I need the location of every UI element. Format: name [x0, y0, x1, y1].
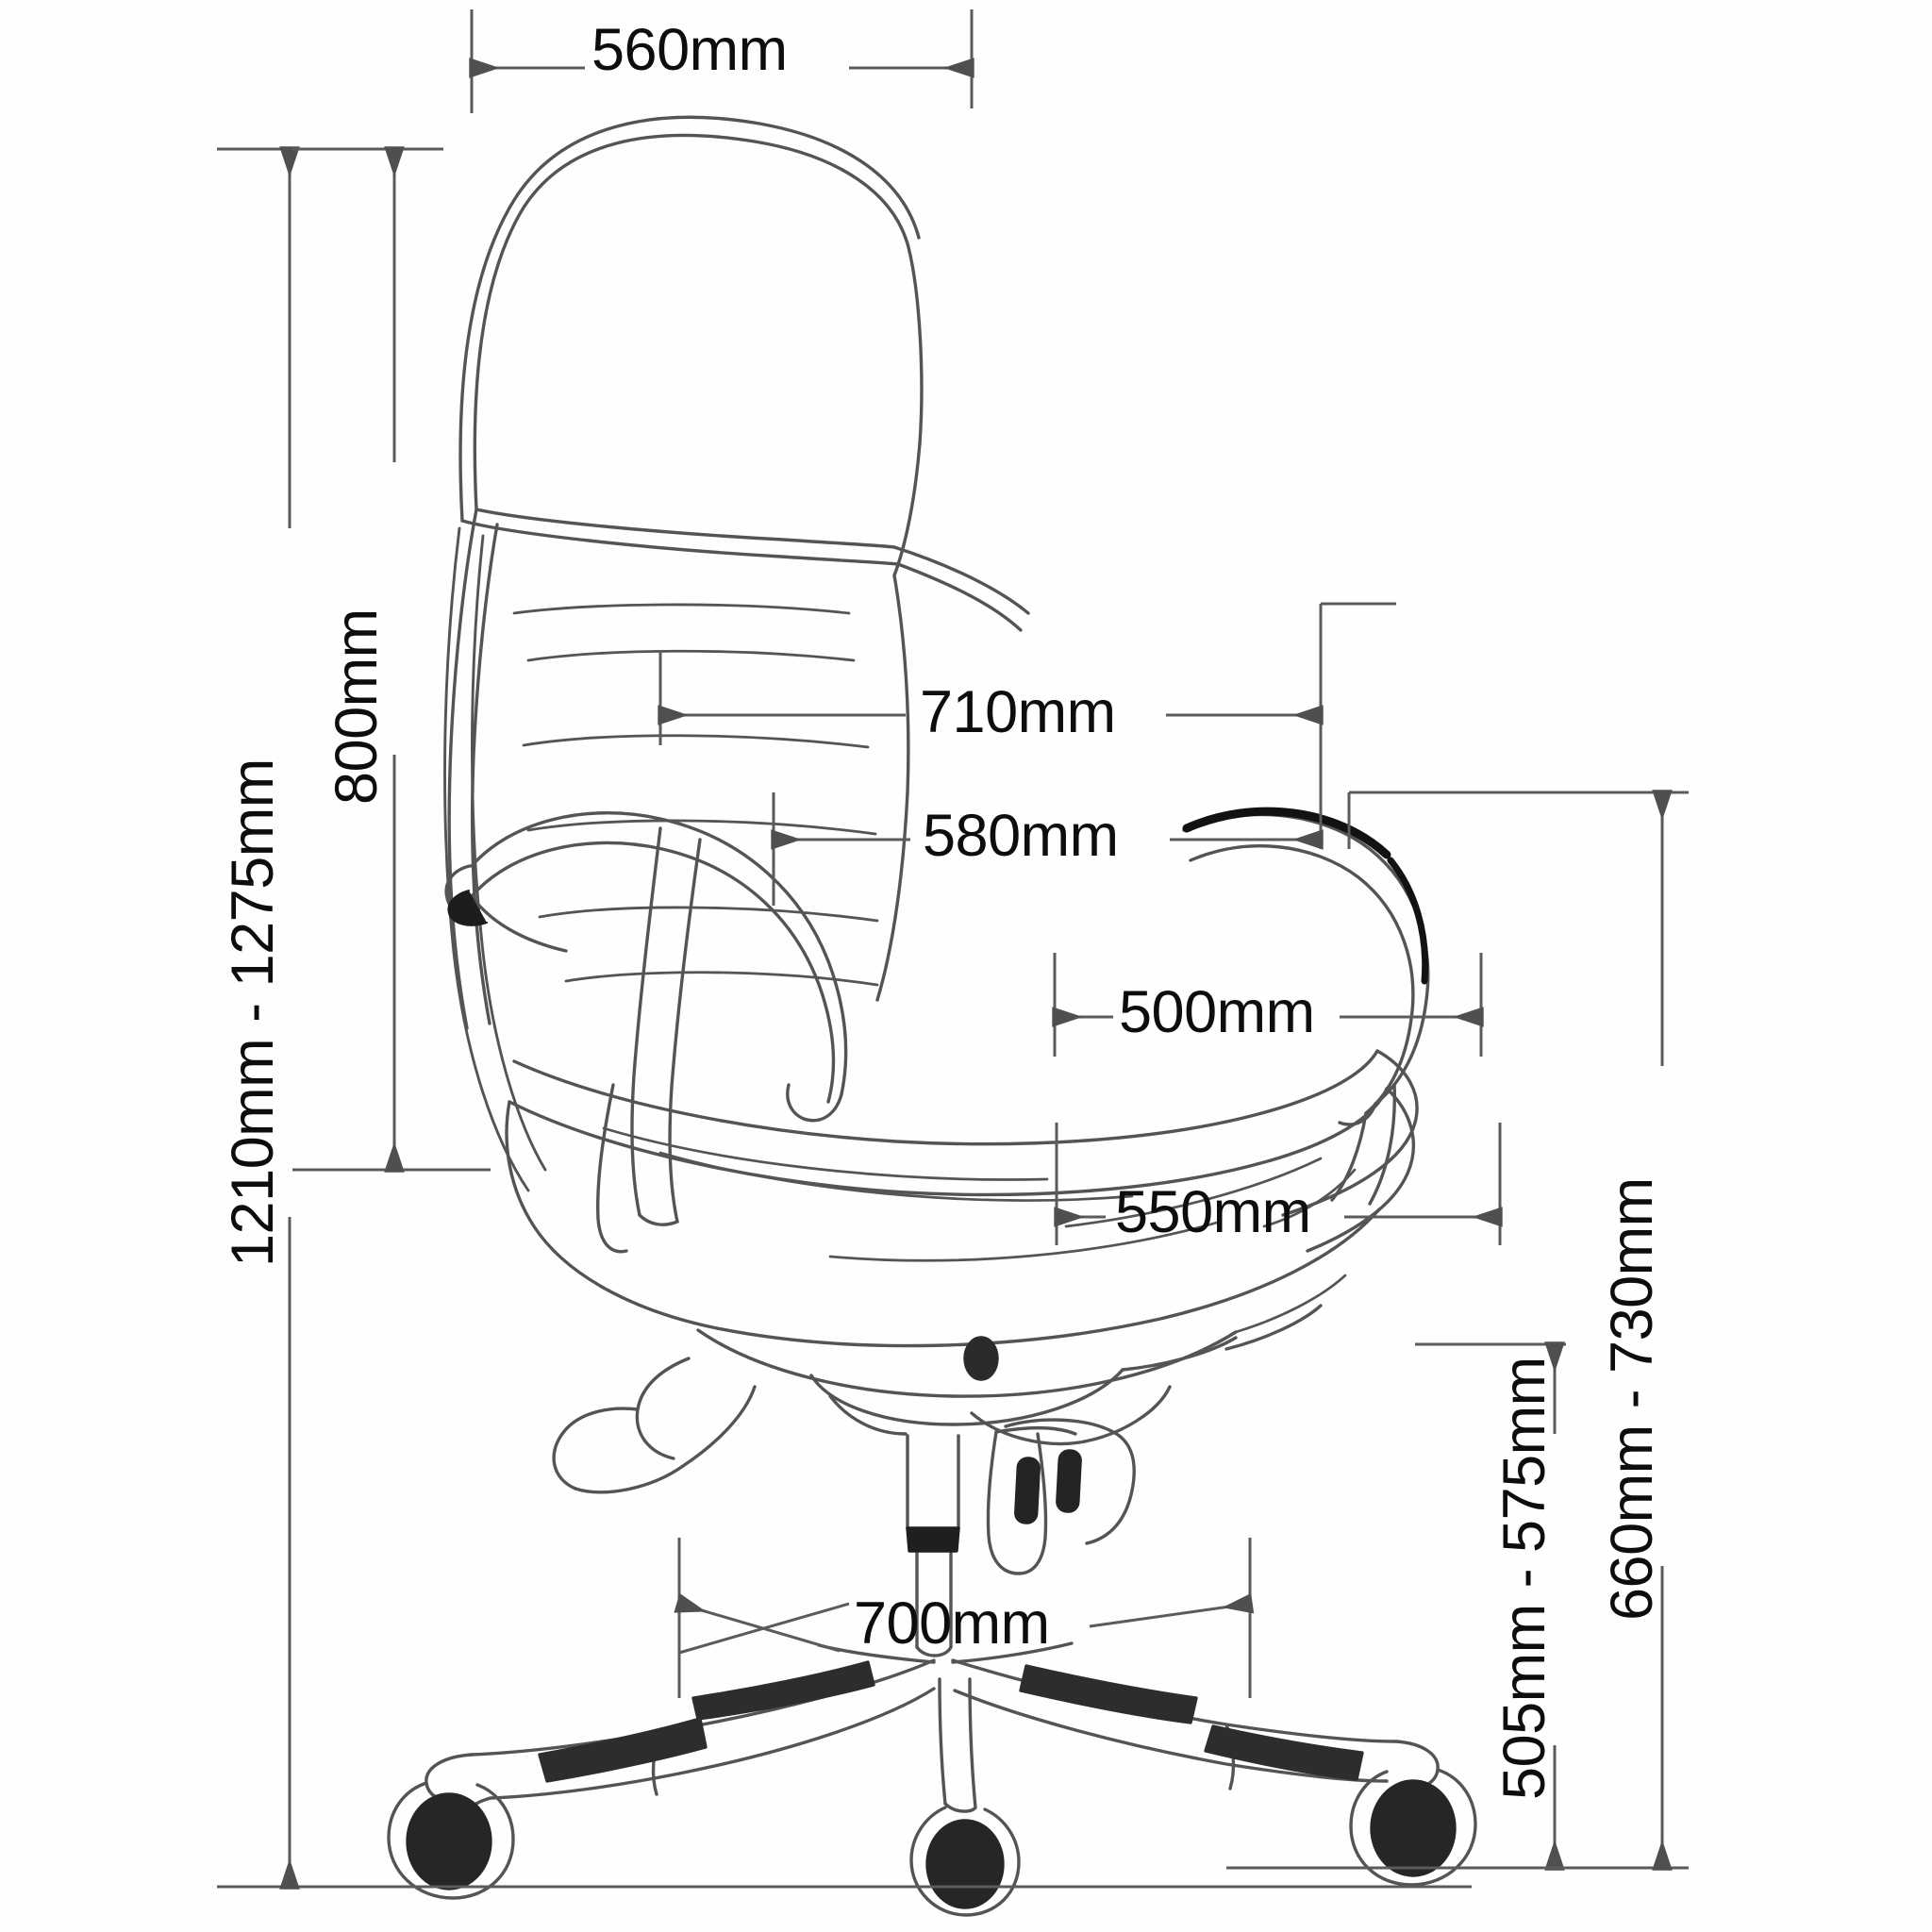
- armrest-cap-dark: [447, 890, 488, 926]
- dim-label-seat-width: 550mm: [1115, 1179, 1311, 1245]
- dim-label-seat-depth-total: 580mm: [923, 803, 1119, 869]
- lever-dark-bars: [1014, 1449, 1082, 1524]
- dim-700-x1: [678, 1602, 850, 1655]
- armrest-right-highlight: [1182, 807, 1391, 859]
- dim-label-overall-height-range: 1210mm - 1275mm: [220, 758, 286, 1267]
- dim-label-overall-width: 560mm: [591, 17, 788, 83]
- tension-lever: [986, 1426, 1077, 1575]
- armrest-right-highlight-2: [1387, 857, 1429, 985]
- backrest-outline: [447, 508, 1030, 1030]
- dim-label-overall-depth: 710mm: [920, 679, 1116, 745]
- mechanism-knob: [963, 1336, 999, 1381]
- dim-label-seat-depth: 500mm: [1119, 979, 1315, 1045]
- seat-front-detail: [1234, 1168, 1357, 1334]
- base-arm-accents: [538, 1660, 1364, 1783]
- dim-700-a: [674, 1592, 841, 1653]
- armrest-post-right: [1330, 1083, 1396, 1206]
- castor-wheels: [387, 1768, 1477, 1917]
- seat-surface-lines: [602, 1126, 1323, 1262]
- armrest-left: [444, 811, 848, 1123]
- dim-label-armrest-height-range: 660mm - 730mm: [1599, 1177, 1665, 1621]
- dim-700-b: [1089, 1592, 1255, 1628]
- dim-label-seat-height-range: 505mm - 575mm: [1491, 1357, 1557, 1800]
- tilt-mechanism: [552, 1304, 1323, 1494]
- castor-right-tyre: [1370, 1779, 1457, 1877]
- gas-lift-collar: [906, 1526, 960, 1553]
- armrest-post-left: [596, 826, 702, 1254]
- castor-left-tyre: [406, 1792, 492, 1890]
- dim-label-backrest-height: 800mm: [324, 608, 390, 805]
- dim-label-base-diameter: 700mm: [854, 1591, 1050, 1657]
